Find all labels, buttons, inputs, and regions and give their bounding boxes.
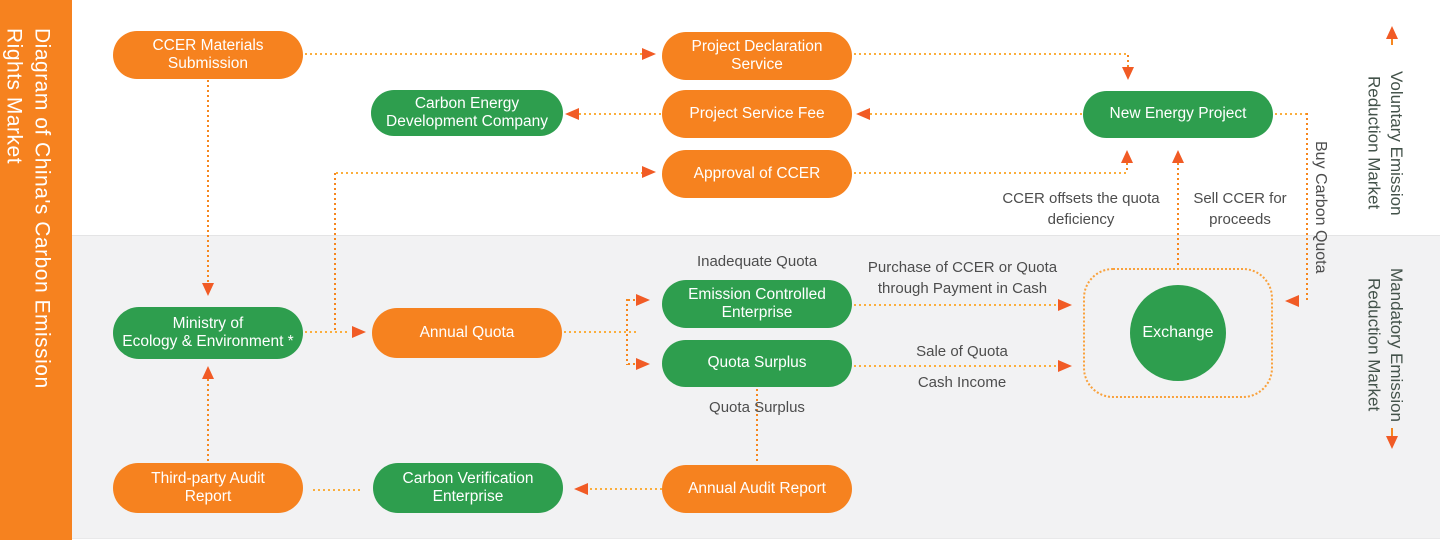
label-purchase-of-ccer: Purchase of CCER or Quota through Paymen… (867, 259, 1058, 297)
node-emission-controlled-enterprise: Emission Controlled Enterprise (662, 280, 852, 328)
connector-aq-split-v (626, 299, 628, 365)
node-annual-quota: Annual Quota (372, 308, 562, 358)
arrowhead-into-nep-bottom-left (1121, 150, 1133, 163)
connector-cms-to-pds (305, 53, 642, 55)
connector-moe-to-aoc-v (334, 173, 336, 332)
mandatory-down-arrow-icon (1386, 436, 1398, 449)
diagram-title: Diagram of China's Carbon Emission Right… (2, 28, 54, 389)
node-ministry-of-ecology-environment: Ministry of Ecology & Environment * (113, 307, 303, 359)
arrowhead-into-moe-bottom (202, 366, 214, 379)
arrowhead-into-exchange-right (1285, 295, 1299, 307)
connector-cve-to-tpar (313, 489, 363, 491)
arrowhead-into-qs (636, 358, 650, 370)
arrowhead-into-psf (856, 108, 870, 120)
node-project-declaration-service: Project Declaration Service (662, 32, 852, 80)
node-exchange: Exchange (1130, 285, 1226, 381)
voluntary-arrow-stem (1391, 33, 1393, 45)
arrowhead-into-nep-top (1122, 67, 1134, 80)
node-carbon-energy-development-company: Carbon Energy Development Company (371, 90, 563, 136)
arrowhead-into-ece (636, 294, 650, 306)
arrowhead-into-moe-top (202, 283, 214, 296)
node-project-service-fee: Project Service Fee (662, 90, 852, 138)
node-quota-surplus: Quota Surplus (662, 340, 852, 387)
connector-nep-to-exchange-v (1306, 113, 1308, 301)
connector-psf-to-cedc (579, 113, 662, 115)
label-cash-income: Cash Income (917, 374, 1007, 391)
label-sell-ccer: Sell CCER for proceeds (1193, 190, 1287, 228)
connector-aq-to-ece-stub (628, 299, 636, 301)
arrowhead-into-pds (642, 48, 656, 60)
connector-moe-to-aq (305, 331, 350, 333)
connector-tpar-to-moe (207, 379, 209, 461)
node-carbon-verification-enterprise: Carbon Verification Enterprise (373, 463, 563, 513)
connector-nep-to-psf (870, 113, 1083, 115)
arrowhead-into-aoc (642, 166, 656, 178)
voluntary-up-arrow-icon (1386, 26, 1398, 39)
connector-qs-to-exchange (854, 365, 1058, 367)
connector-aar-to-cve (590, 488, 662, 490)
connector-pds-to-nep-v (1127, 55, 1129, 69)
arrowhead-into-exchange-lower (1058, 360, 1072, 372)
connector-nep-to-exchange-h (1275, 113, 1307, 115)
connector-moe-to-aoc-h (336, 172, 642, 174)
label-buy-carbon-quota: Buy Carbon Quota (1312, 141, 1329, 274)
label-quota-surplus: Quota Surplus (709, 399, 805, 416)
connector-aoc-to-nep-v (1126, 163, 1128, 173)
title-sidebar: Diagram of China's Carbon Emission Right… (0, 0, 72, 540)
label-ccer-offsets: CCER offsets the quota deficiency (1002, 190, 1160, 228)
node-new-energy-project: New Energy Project (1083, 91, 1273, 138)
label-mandatory-market: Mandatory Emission Reduction Market (1364, 267, 1407, 422)
arrowhead-into-nep-bottom-right (1172, 150, 1184, 163)
label-inadequate-quota: Inadequate Quota (696, 253, 818, 270)
connector-pds-to-nep-h (854, 53, 1128, 55)
connector-aoc-to-nep-h (854, 172, 1127, 174)
label-sale-of-quota: Sale of Quota (916, 343, 1008, 360)
connector-cms-to-moe (207, 80, 209, 283)
connector-exchange-to-nep (1177, 163, 1179, 267)
connector-ece-to-exchange (854, 304, 1058, 306)
connector-qs-to-aar (756, 389, 758, 463)
label-voluntary-market: Voluntary Emission Reduction Market (1364, 70, 1407, 216)
exchange-dotted-boundary (1083, 268, 1273, 398)
node-annual-audit-report: Annual Audit Report (662, 465, 852, 513)
arrowhead-into-exchange-upper (1058, 299, 1072, 311)
connector-aq-to-qs-stub (628, 363, 636, 365)
arrowhead-into-aq (352, 326, 366, 338)
node-third-party-audit-report: Third-party Audit Report (113, 463, 303, 513)
node-approval-of-ccer: Approval of CCER (662, 150, 852, 198)
arrowhead-into-cve (574, 483, 588, 495)
connector-aq-split-h (564, 331, 636, 333)
arrowhead-into-cedc (565, 108, 579, 120)
node-ccer-materials-submission: CCER Materials Submission (113, 31, 303, 79)
mandatory-arrow-stem (1391, 428, 1393, 438)
